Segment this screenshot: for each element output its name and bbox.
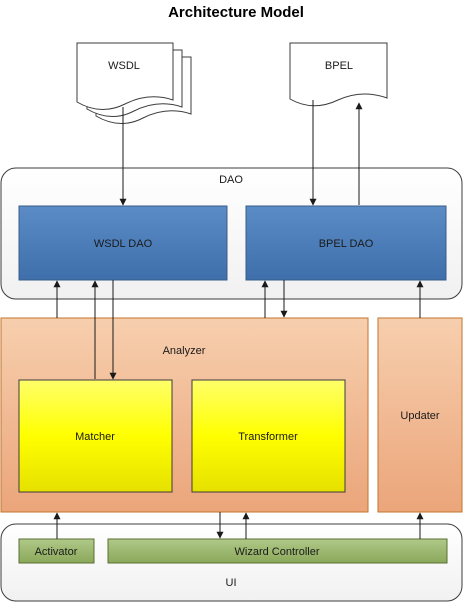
updater-box: Updater — [377, 317, 463, 513]
bpel-dao-label: BPEL DAO — [319, 238, 374, 250]
wizard-controller-label: Wizard Controller — [235, 546, 320, 558]
wsdl-dao-label: WSDL DAO — [94, 238, 153, 250]
transformer-box: Transformer — [191, 379, 346, 493]
analyzer-label: Analyzer — [163, 345, 206, 357]
wizard-controller-box: Wizard Controller — [107, 538, 448, 564]
updater-label: Updater — [400, 410, 439, 422]
wsdl-document-stack: WSDL — [76, 42, 192, 124]
activator-box: Activator — [18, 538, 95, 564]
matcher-label: Matcher — [75, 431, 115, 443]
bpel-document: BPEL — [289, 42, 388, 107]
wsdl-dao-box: WSDL DAO — [18, 205, 228, 281]
ui-layer-label: UI — [226, 577, 237, 589]
bpel-dao-box: BPEL DAO — [245, 205, 447, 281]
diagram-title: Architecture Model — [168, 4, 304, 21]
matcher-box: Matcher — [18, 379, 173, 493]
activator-label: Activator — [35, 546, 78, 558]
bpel-document-label: BPEL — [325, 60, 353, 72]
wsdl-document-label: WSDL — [108, 60, 140, 72]
transformer-label: Transformer — [238, 431, 298, 443]
dao-layer-label: DAO — [219, 174, 243, 186]
connectors — [53, 100, 424, 539]
